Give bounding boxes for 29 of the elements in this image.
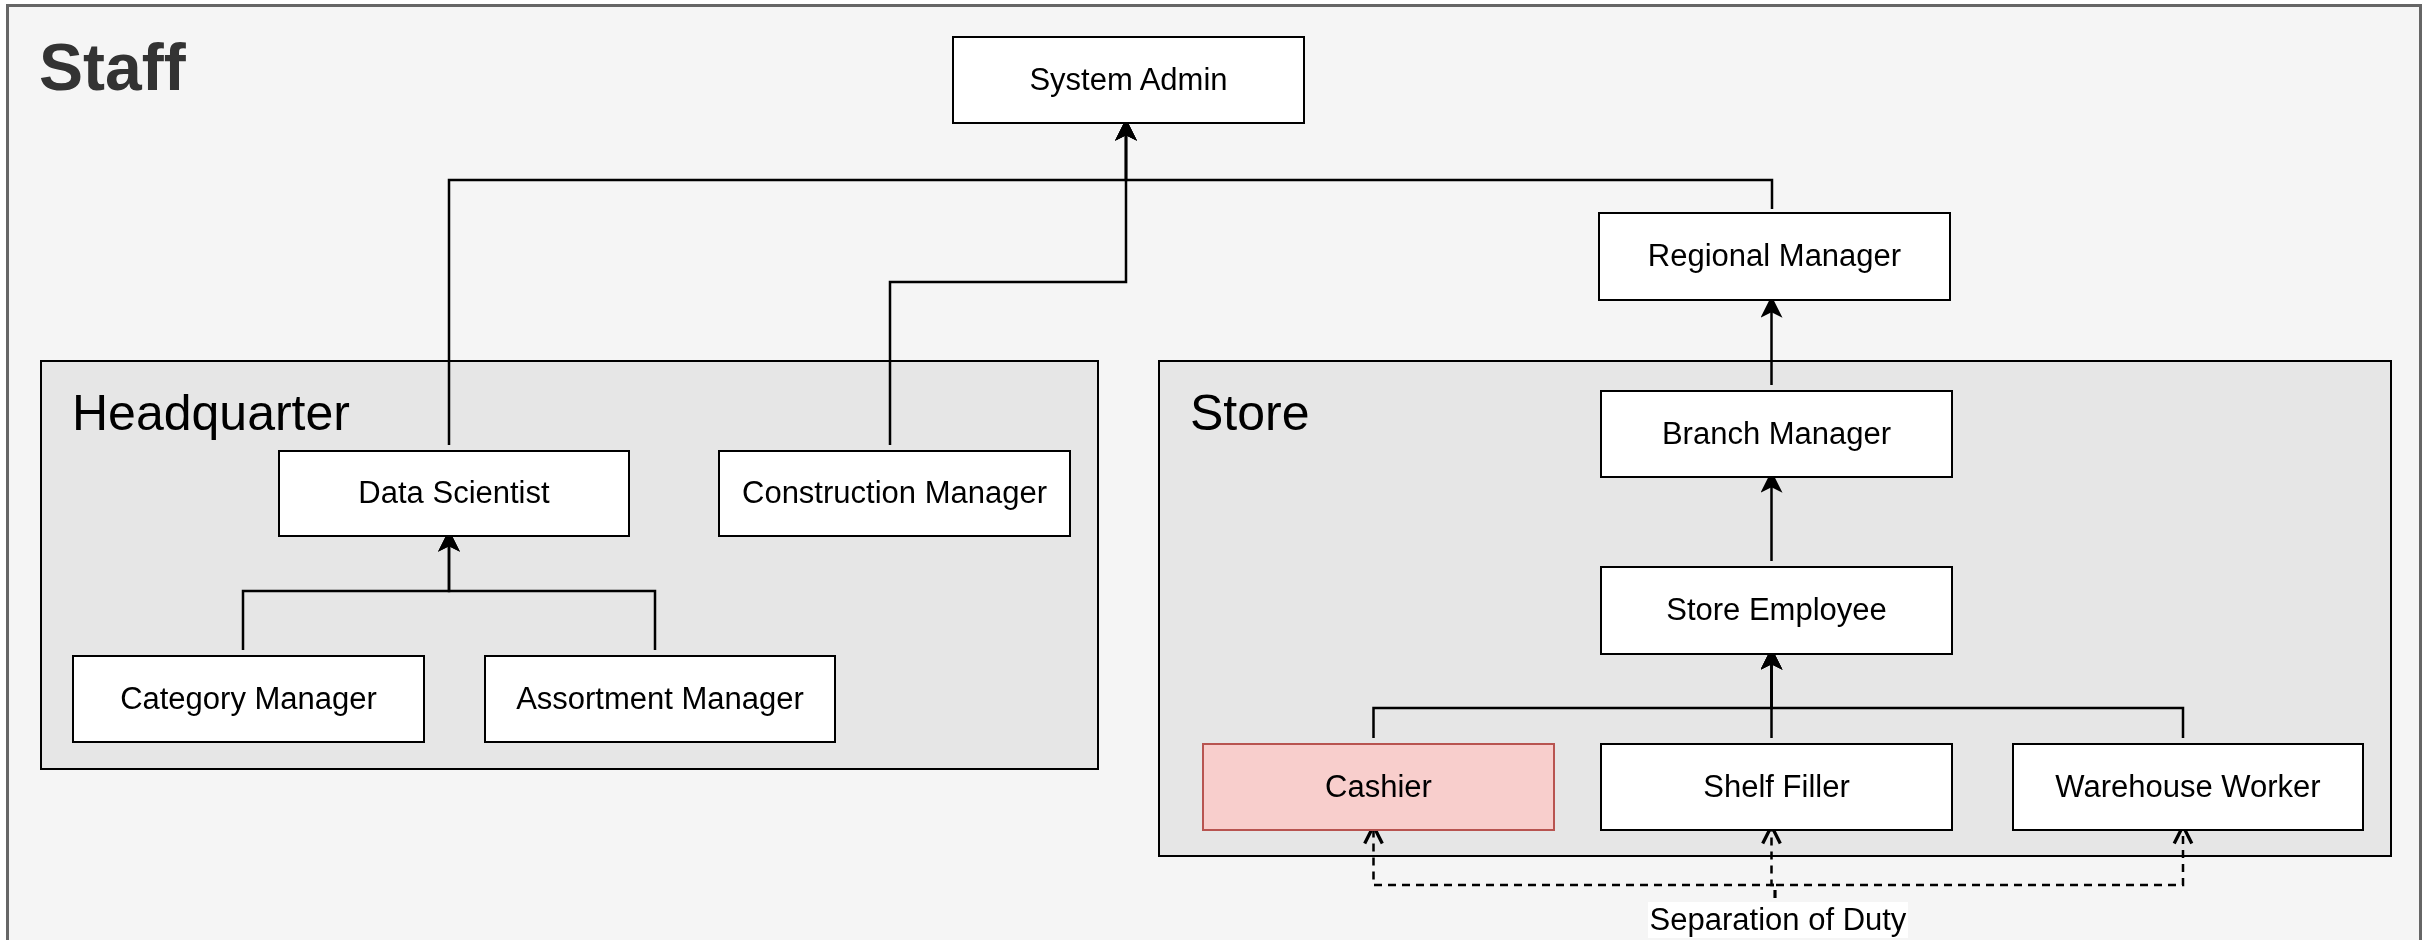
- role-label: Data Scientist: [357, 474, 551, 513]
- role-label: Cashier: [1324, 767, 1433, 806]
- role-label: Category Manager: [119, 679, 378, 718]
- role-label: Shelf Filler: [1702, 767, 1851, 806]
- role-label: Regional Manager: [1646, 237, 1903, 276]
- role-label: Warehouse Worker: [2054, 767, 2322, 806]
- group-panel: [40, 360, 1099, 770]
- annotation-text: Separation of Duty: [1647, 902, 1909, 938]
- role-box: [718, 450, 1071, 537]
- role-label: Construction Manager: [741, 474, 1048, 513]
- group-title: Store: [1190, 384, 1310, 442]
- role-label: Store Employee: [1665, 591, 1888, 630]
- group-title: Headquarter: [72, 384, 350, 442]
- role-box: [2012, 743, 2364, 831]
- role-label: System Admin: [1028, 60, 1229, 99]
- staff-frame: [6, 4, 2422, 940]
- role-label: Branch Manager: [1660, 414, 1893, 453]
- role-box: [1600, 743, 1953, 831]
- role-box: [1600, 566, 1953, 655]
- role-box: [1202, 743, 1555, 831]
- role-box: [72, 655, 425, 743]
- role-box: [1600, 390, 1953, 478]
- group-panel: [1158, 360, 2392, 857]
- role-label: Assortment Manager: [515, 679, 805, 718]
- role-box: [1598, 212, 1951, 301]
- role-box: [952, 36, 1305, 124]
- role-box: [484, 655, 836, 743]
- role-box: [278, 450, 630, 537]
- group-title: Staff: [39, 29, 186, 105]
